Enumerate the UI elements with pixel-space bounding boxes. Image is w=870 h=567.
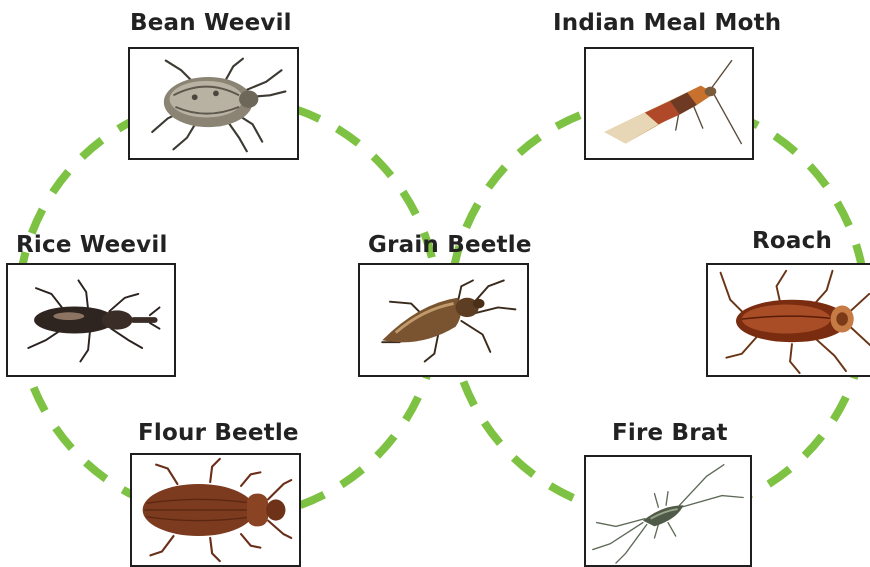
image-flour-beetle [130, 453, 301, 567]
image-fire-brat [584, 455, 752, 567]
label-grain-beetle: Grain Beetle [368, 232, 532, 258]
label-indian-meal-moth: Indian Meal Moth [553, 10, 781, 36]
image-roach [706, 263, 870, 377]
label-roach: Roach [752, 228, 832, 254]
image-indian-meal-moth [584, 47, 754, 160]
label-rice-weevil: Rice Weevil [16, 232, 168, 258]
label-bean-weevil: Bean Weevil [130, 10, 292, 36]
image-rice-weevil [6, 263, 176, 377]
label-flour-beetle: Flour Beetle [138, 420, 299, 446]
label-fire-brat: Fire Brat [612, 420, 728, 446]
image-bean-weevil [128, 47, 299, 160]
image-grain-beetle [358, 263, 529, 377]
